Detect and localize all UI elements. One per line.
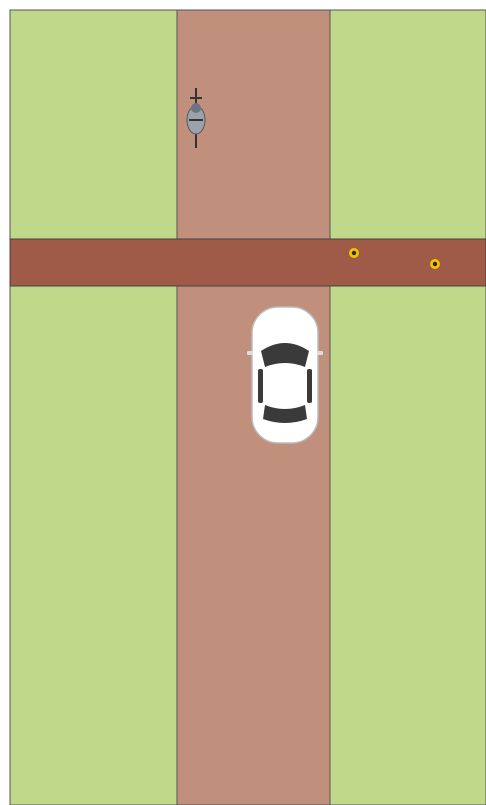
car	[247, 307, 323, 443]
pedestrian-marker	[430, 259, 440, 269]
grass-left	[10, 10, 177, 805]
crossing-road	[10, 239, 486, 286]
pedestrian-marker	[349, 248, 359, 258]
grass-right	[330, 10, 486, 805]
